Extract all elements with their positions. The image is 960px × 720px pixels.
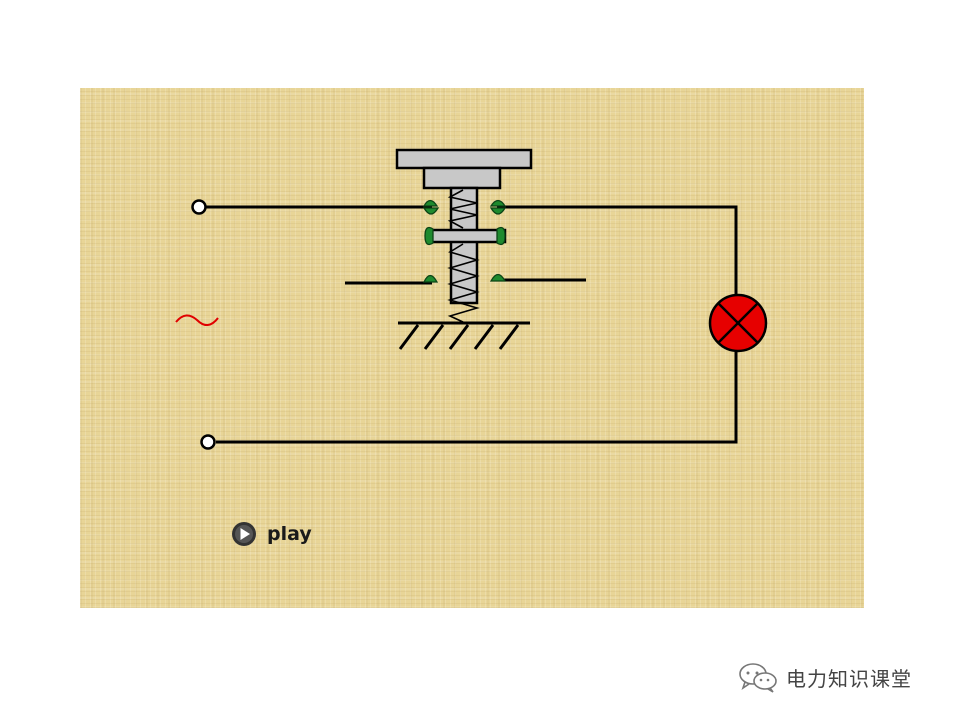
- button-cap: [395, 148, 533, 170]
- ground-hatch: [498, 324, 520, 350]
- switch-contacts: [422, 199, 507, 283]
- play-circle-icon[interactable]: [231, 521, 257, 547]
- top-terminal: [191, 199, 207, 215]
- push-button: [395, 148, 533, 323]
- watermark: 电力知识课堂: [736, 660, 912, 694]
- upper-right-contact-lower: [489, 207, 507, 215]
- ground-hatch: [423, 324, 445, 350]
- ac-source-symbol: [175, 314, 219, 326]
- play-button[interactable]: play: [231, 520, 312, 548]
- ground-symbol: [398, 321, 530, 350]
- button-stem-collar: [422, 166, 502, 190]
- circuit-wires: [206, 205, 738, 444]
- top-right-wire: [497, 205, 738, 297]
- bottom-wire: [216, 352, 738, 444]
- upper-right-fixed-contact: [489, 199, 507, 207]
- moving-contact-left: [424, 226, 434, 246]
- ground-hatch: [398, 324, 420, 350]
- moving-contact-bar: [425, 228, 507, 244]
- lower-spring: [447, 243, 480, 323]
- watermark-text: 电力知识课堂: [786, 666, 912, 691]
- moving-contact-right: [496, 226, 506, 246]
- lamp-cross: [717, 302, 759, 344]
- lower-left-fixed-contact: [422, 274, 439, 283]
- upper-left-contact-lower: [422, 207, 440, 215]
- lamp-icon: [708, 293, 768, 353]
- play-label[interactable]: play: [267, 523, 312, 545]
- ground-hatch: [473, 324, 495, 350]
- bottom-terminal: [200, 434, 216, 450]
- upper-spring: [447, 189, 478, 229]
- ground-hatch: [448, 324, 470, 350]
- upper-left-fixed-contact: [422, 199, 439, 207]
- lower-right-fixed-contact: [489, 273, 507, 282]
- wechat-icon: [739, 663, 777, 693]
